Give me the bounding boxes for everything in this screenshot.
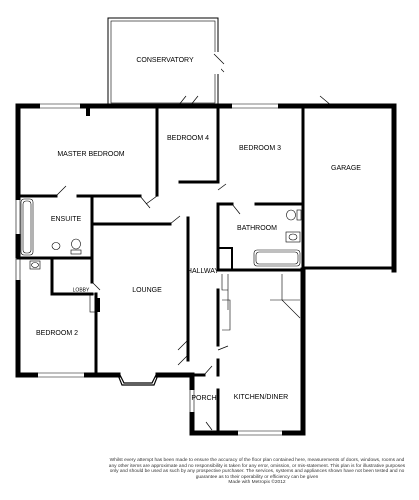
label-lounge: LOUNGE (132, 287, 162, 294)
label-lobby: LOBBY (73, 287, 90, 293)
interior-walls (16, 104, 305, 435)
bedroom2-sink-icon (29, 260, 41, 270)
label-conservatory: CONSERVATORY (136, 57, 194, 64)
label-hallway: HALLWAY (187, 268, 219, 275)
doors (55, 95, 333, 431)
ensuite-sink-icon (51, 242, 61, 250)
label-bathroom: BATHROOM (237, 225, 277, 232)
label-master-bedroom: MASTER BEDROOM (57, 151, 124, 158)
bathroom-sink-icon (285, 231, 301, 243)
label-garage: GARAGE (331, 165, 361, 172)
label-ensuite: ENSUITE (51, 216, 82, 223)
label-bedroom-2: BEDROOM 2 (36, 330, 78, 337)
windows (15, 103, 282, 436)
label-porch: PORCH (191, 395, 216, 402)
label-kitchen-diner: KITCHEN/DINER (234, 394, 288, 401)
fireplace (89, 293, 100, 313)
kitchen-units (221, 274, 231, 331)
label-bedroom-3: BEDROOM 3 (239, 145, 281, 152)
ensuite-bath-icon (20, 198, 34, 256)
disclaimer-text: Whilst every attempt has been made to en… (108, 458, 406, 480)
disclaimer: Whilst every attempt has been made to en… (108, 458, 406, 486)
bathroom-bath-icon (253, 249, 301, 267)
chimney-mark (86, 108, 90, 116)
ensuite-toilet-icon (71, 238, 81, 250)
metropix-credit: Made with Metropix ©2012 (228, 480, 286, 486)
bathroom-toilet-icon (286, 209, 296, 221)
fixtures (20, 198, 302, 331)
label-bedroom-4: BEDROOM 4 (167, 135, 209, 142)
